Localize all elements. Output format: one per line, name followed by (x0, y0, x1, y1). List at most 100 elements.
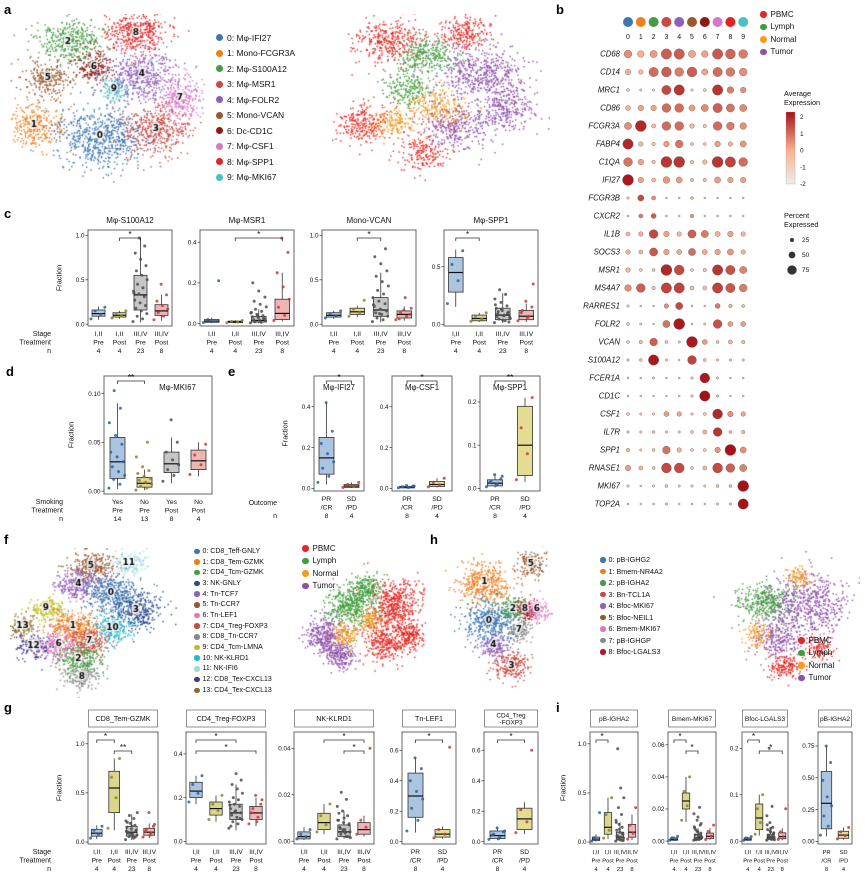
svg-text:4: 4 (332, 348, 336, 355)
legend-item: 10: NK-KLRD1 (194, 653, 272, 664)
legend-item: Normal (760, 33, 796, 46)
svg-text:0.6: 0.6 (390, 748, 399, 755)
legend-item: Normal (798, 659, 834, 672)
legend-label: 7: Mφ-CSF1 (227, 141, 274, 152)
legend-label: 5: Bfoc-NEIL1 (608, 612, 654, 622)
legend-item: 5: Tn-CCR7 (194, 599, 272, 610)
legend-label: 4: Tn-TCF7 (202, 590, 239, 598)
svg-text:CD68: CD68 (600, 50, 621, 59)
svg-text:PR: PR (411, 849, 420, 856)
legend-color-dot (600, 568, 606, 574)
legend-label: 11: NK-IFI6 (202, 665, 238, 673)
legend-item: 3: Bn-TCL1A (600, 589, 663, 601)
svg-text:RARRES1: RARRES1 (583, 302, 620, 311)
svg-text:0.2: 0.2 (730, 746, 739, 753)
svg-text:Mφ-SPP1: Mφ-SPP1 (474, 216, 510, 225)
svg-text:Fraction: Fraction (55, 775, 64, 801)
legend-item: 8: CD8_Tn-CCR7 (194, 632, 272, 643)
svg-text:I,II: I,II (212, 849, 219, 856)
svg-text:2: 2 (652, 34, 656, 41)
svg-text:SD: SD (839, 850, 847, 856)
svg-text:I,II: I,II (593, 850, 600, 856)
svg-text:0.0: 0.0 (432, 322, 441, 329)
legend-item: 13: CD4_Tex-CXCL13 (194, 685, 272, 696)
svg-text:CD8_Tem-GZMK: CD8_Tem-GZMK (95, 714, 150, 723)
legend-label: Lymph (808, 648, 833, 658)
svg-text:75: 75 (802, 267, 810, 274)
legend-item: 7: Mφ-CSF1 (216, 139, 295, 155)
legend-label: 0: pB-IGHG2 (608, 555, 651, 565)
svg-text:MKI67: MKI67 (597, 482, 620, 491)
svg-text:0.4: 0.4 (174, 751, 183, 758)
legend-item: 5: Mono-VCAN (216, 108, 295, 124)
legend-label: Lymph (770, 22, 795, 32)
legend-item: 2: CD4_Tcm-GZMK (194, 567, 272, 578)
legend-item: 11: NK-IFI6 (194, 664, 272, 675)
umap-myeloid-tissue (332, 14, 550, 196)
svg-text:4: 4 (322, 866, 326, 873)
svg-text:I,II: I,II (452, 331, 460, 338)
svg-text:14: 14 (114, 516, 122, 523)
legend-color-dot (216, 80, 223, 88)
svg-text:I,II: I,II (93, 849, 100, 856)
svg-text:Pre: Pre (191, 858, 202, 865)
svg-text:III,IV: III,IV (134, 331, 148, 338)
legend-label: 5: Mono-VCAN (227, 110, 285, 121)
umap-tnk-clusters (10, 548, 190, 698)
svg-text:Post: Post (275, 340, 289, 347)
legend-color-dot (194, 591, 200, 597)
svg-text:III,IV: III,IV (496, 331, 510, 338)
svg-text:Post: Post (472, 340, 486, 347)
svg-text:Pre: Pre (328, 340, 339, 347)
svg-text:S100A12: S100A12 (588, 356, 621, 365)
svg-text:4: 4 (454, 348, 458, 355)
svg-text:III,IV: III,IV (337, 849, 351, 856)
svg-text:III,IV: III,IV (252, 331, 266, 338)
svg-text:n: n (47, 866, 51, 873)
svg-text:n: n (47, 348, 51, 355)
svg-text:1: 1 (639, 34, 643, 41)
svg-text:23: 23 (255, 348, 263, 355)
svg-text:0.0: 0.0 (188, 321, 197, 328)
svg-text:23: 23 (377, 348, 385, 355)
svg-text:I,II: I,II (320, 849, 327, 856)
svg-text:Mφ-MSR1: Mφ-MSR1 (229, 216, 266, 225)
legend-label: 1: CD8_Tem-GZMK (202, 558, 264, 566)
panel-letter-c: c (4, 206, 12, 221)
legend-item: 2: pB-IGHA2 (600, 577, 663, 589)
svg-text:III,IV: III,IV (614, 850, 626, 856)
boxplot-M-MSR1: Mφ-MSR10.00.20.4*I,IIPre4I,IIPost4III,IV… (188, 216, 295, 355)
svg-text:0.5: 0.5 (76, 277, 85, 284)
svg-text:0.10: 0.10 (88, 391, 101, 398)
legend-color-dot (760, 23, 767, 30)
legend-color-dot (798, 674, 805, 681)
panel-letter-f: f (4, 532, 9, 547)
legend-label: Tumor (770, 47, 794, 57)
svg-text:Outcome: Outcome (249, 500, 278, 507)
panel-letter-i: i (556, 700, 560, 715)
svg-text:Post: Post (350, 340, 364, 347)
legend-color-dot (216, 34, 223, 42)
legend-label: Normal (770, 34, 797, 44)
svg-text:0.2: 0.2 (302, 445, 311, 452)
svg-text:/CR: /CR (321, 505, 333, 512)
svg-text:0.4: 0.4 (472, 778, 481, 785)
legend-color-dot (760, 36, 767, 43)
svg-text:Post: Post (165, 508, 179, 515)
svg-text:8: 8 (708, 867, 711, 873)
svg-text:Expressed: Expressed (784, 220, 818, 229)
svg-text:*: * (337, 372, 341, 382)
svg-text:PR: PR (822, 850, 830, 856)
legend-item: 1: CD8_Tem-GZMK (194, 557, 272, 568)
legend-color-dot (798, 649, 805, 656)
svg-text:*: * (427, 731, 431, 741)
svg-text:0.0: 0.0 (76, 321, 85, 328)
legend-label: 6: Dc-CD1C (227, 125, 273, 136)
svg-text:8: 8 (170, 516, 174, 523)
legend-color-dot (194, 569, 200, 576)
svg-text:0.00: 0.00 (652, 838, 665, 845)
